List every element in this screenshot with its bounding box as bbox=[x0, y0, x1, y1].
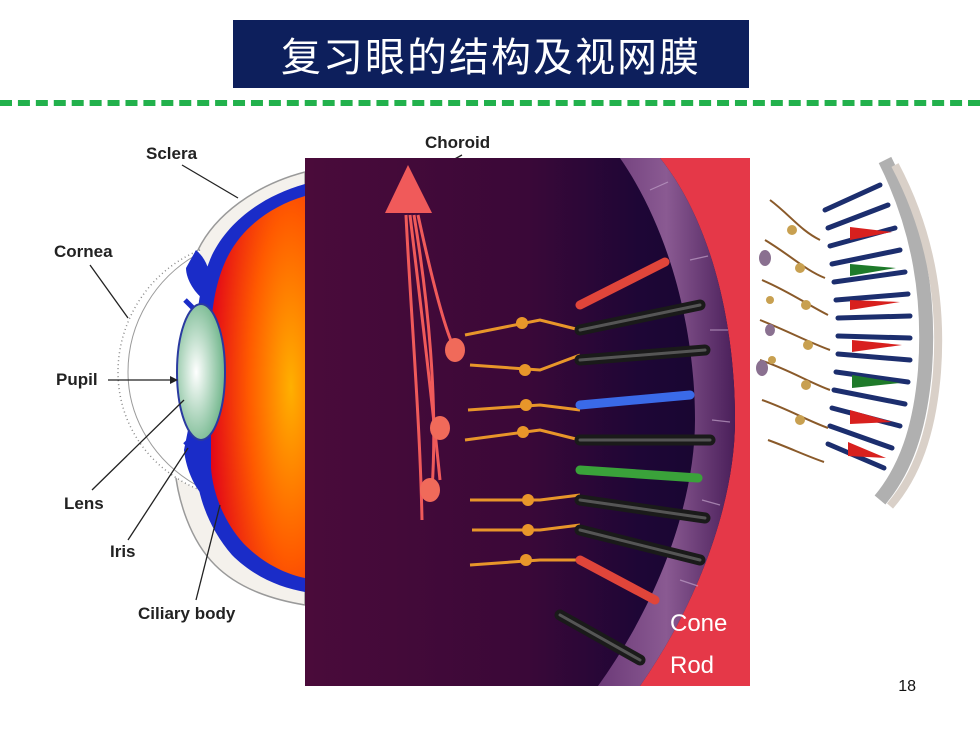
page-number: 18 bbox=[898, 678, 916, 695]
label-rod: Rod bbox=[670, 652, 715, 679]
slide-title: 复习眼的结构及视网膜 bbox=[281, 35, 701, 81]
slide-title-box: 复习眼的结构及视网膜 bbox=[233, 20, 749, 88]
title-divider bbox=[0, 100, 980, 106]
retina-photoreceptor-panel bbox=[305, 158, 750, 686]
label-choroid: Choroid bbox=[425, 133, 491, 152]
label-cone: Cone bbox=[670, 610, 728, 637]
label-lens: Lens bbox=[64, 494, 104, 513]
label-pupil: Pupil bbox=[56, 370, 98, 389]
label-ciliary-body: Ciliary body bbox=[138, 604, 236, 623]
retina-layers-diagram bbox=[756, 156, 943, 509]
label-cornea: Cornea bbox=[54, 242, 113, 261]
label-sclera: Sclera bbox=[146, 144, 198, 163]
eye-cross-section bbox=[89, 154, 463, 606]
label-iris: Iris bbox=[110, 542, 136, 561]
